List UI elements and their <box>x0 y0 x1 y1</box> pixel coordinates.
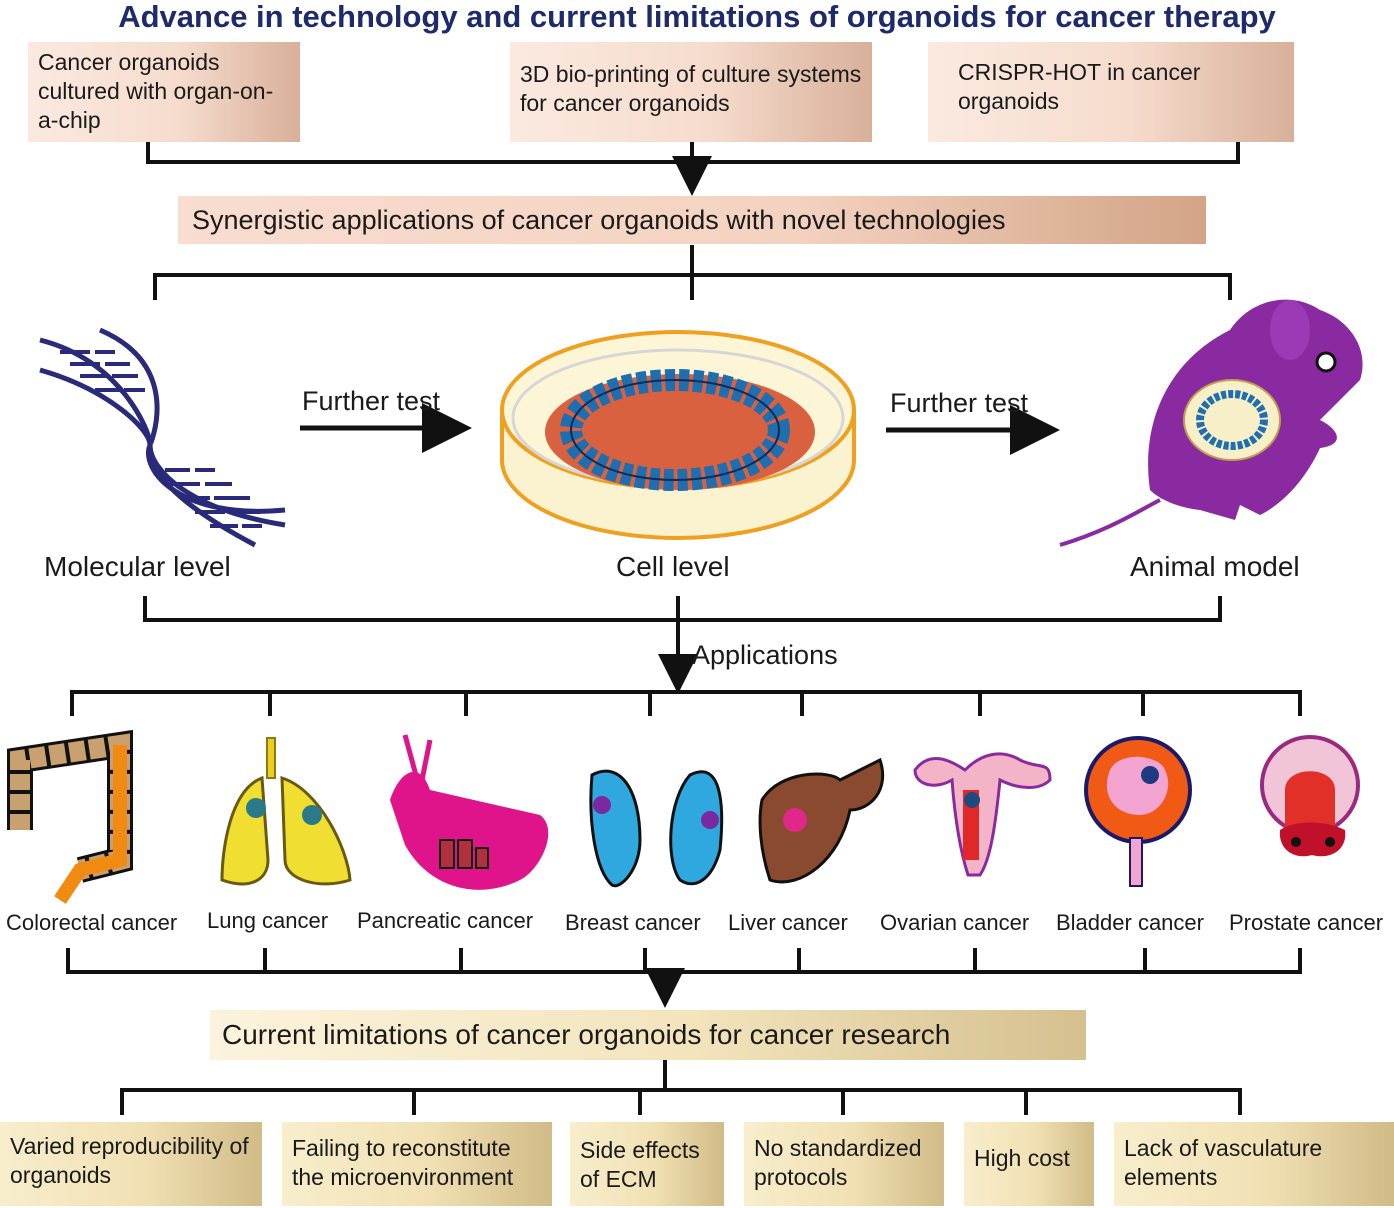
molecular-level-label: Molecular level <box>44 551 231 582</box>
prostate-icon <box>1260 735 1360 857</box>
mouse-icon <box>1059 299 1363 547</box>
liver-icon <box>758 757 885 884</box>
applications-label: Applications <box>692 640 838 670</box>
bladder-icon <box>1084 736 1192 887</box>
animal-model-label: Animal model <box>1130 551 1300 582</box>
limitation-microenvironment: Failing to reconstitute the microenviron… <box>282 1122 552 1206</box>
petri-dish-icon <box>500 330 856 540</box>
cancer-label-pancreatic: Pancreatic cancer <box>357 908 534 933</box>
figure-title: Advance in technology and current limita… <box>118 0 1276 34</box>
cancer-label-breast: Breast cancer <box>565 910 701 935</box>
cancer-label-colorectal: Colorectal cancer <box>6 910 178 935</box>
limitations-box: Current limitations of cancer organoids … <box>210 1010 1086 1060</box>
cancer-label-bladder: Bladder cancer <box>1056 910 1204 935</box>
breast-icon <box>589 769 724 888</box>
ovary-icon <box>913 752 1052 877</box>
tech-box-crispr-hot: CRISPR-HOT in cancer organoids <box>928 42 1294 142</box>
limitation-protocols: No standardized protocols <box>744 1122 944 1206</box>
cancer-label-prostate: Prostate cancer <box>1229 910 1384 935</box>
pancreas-icon <box>390 734 549 890</box>
tech-box-organ-on-chip: Cancer organoids cultured with organ-on-… <box>28 42 300 142</box>
colorectal-icon <box>6 729 133 904</box>
connector-lines <box>66 140 1302 1115</box>
lungs-icon <box>220 737 352 886</box>
limitation-reproducibility: Varied reproducibility of organoids <box>0 1122 262 1206</box>
cancer-label-ovarian: Ovarian cancer <box>880 910 1030 935</box>
cancer-label-lung: Lung cancer <box>207 908 329 933</box>
synergy-box: Synergistic applications of cancer organ… <box>178 196 1206 244</box>
cancer-label-liver: Liver cancer <box>728 910 848 935</box>
further-test-label-2: Further test <box>890 388 1029 418</box>
dna-icon <box>39 327 286 548</box>
limitation-ecm: Side effects of ECM <box>570 1122 724 1206</box>
cell-level-label: Cell level <box>616 551 730 582</box>
tech-box-bioprinting: 3D bio-printing of culture systems for c… <box>510 42 872 142</box>
further-test-label-1: Further test <box>302 386 441 416</box>
limitation-vasculature: Lack of vasculature elements <box>1114 1122 1394 1206</box>
limitation-cost: High cost <box>964 1122 1094 1206</box>
